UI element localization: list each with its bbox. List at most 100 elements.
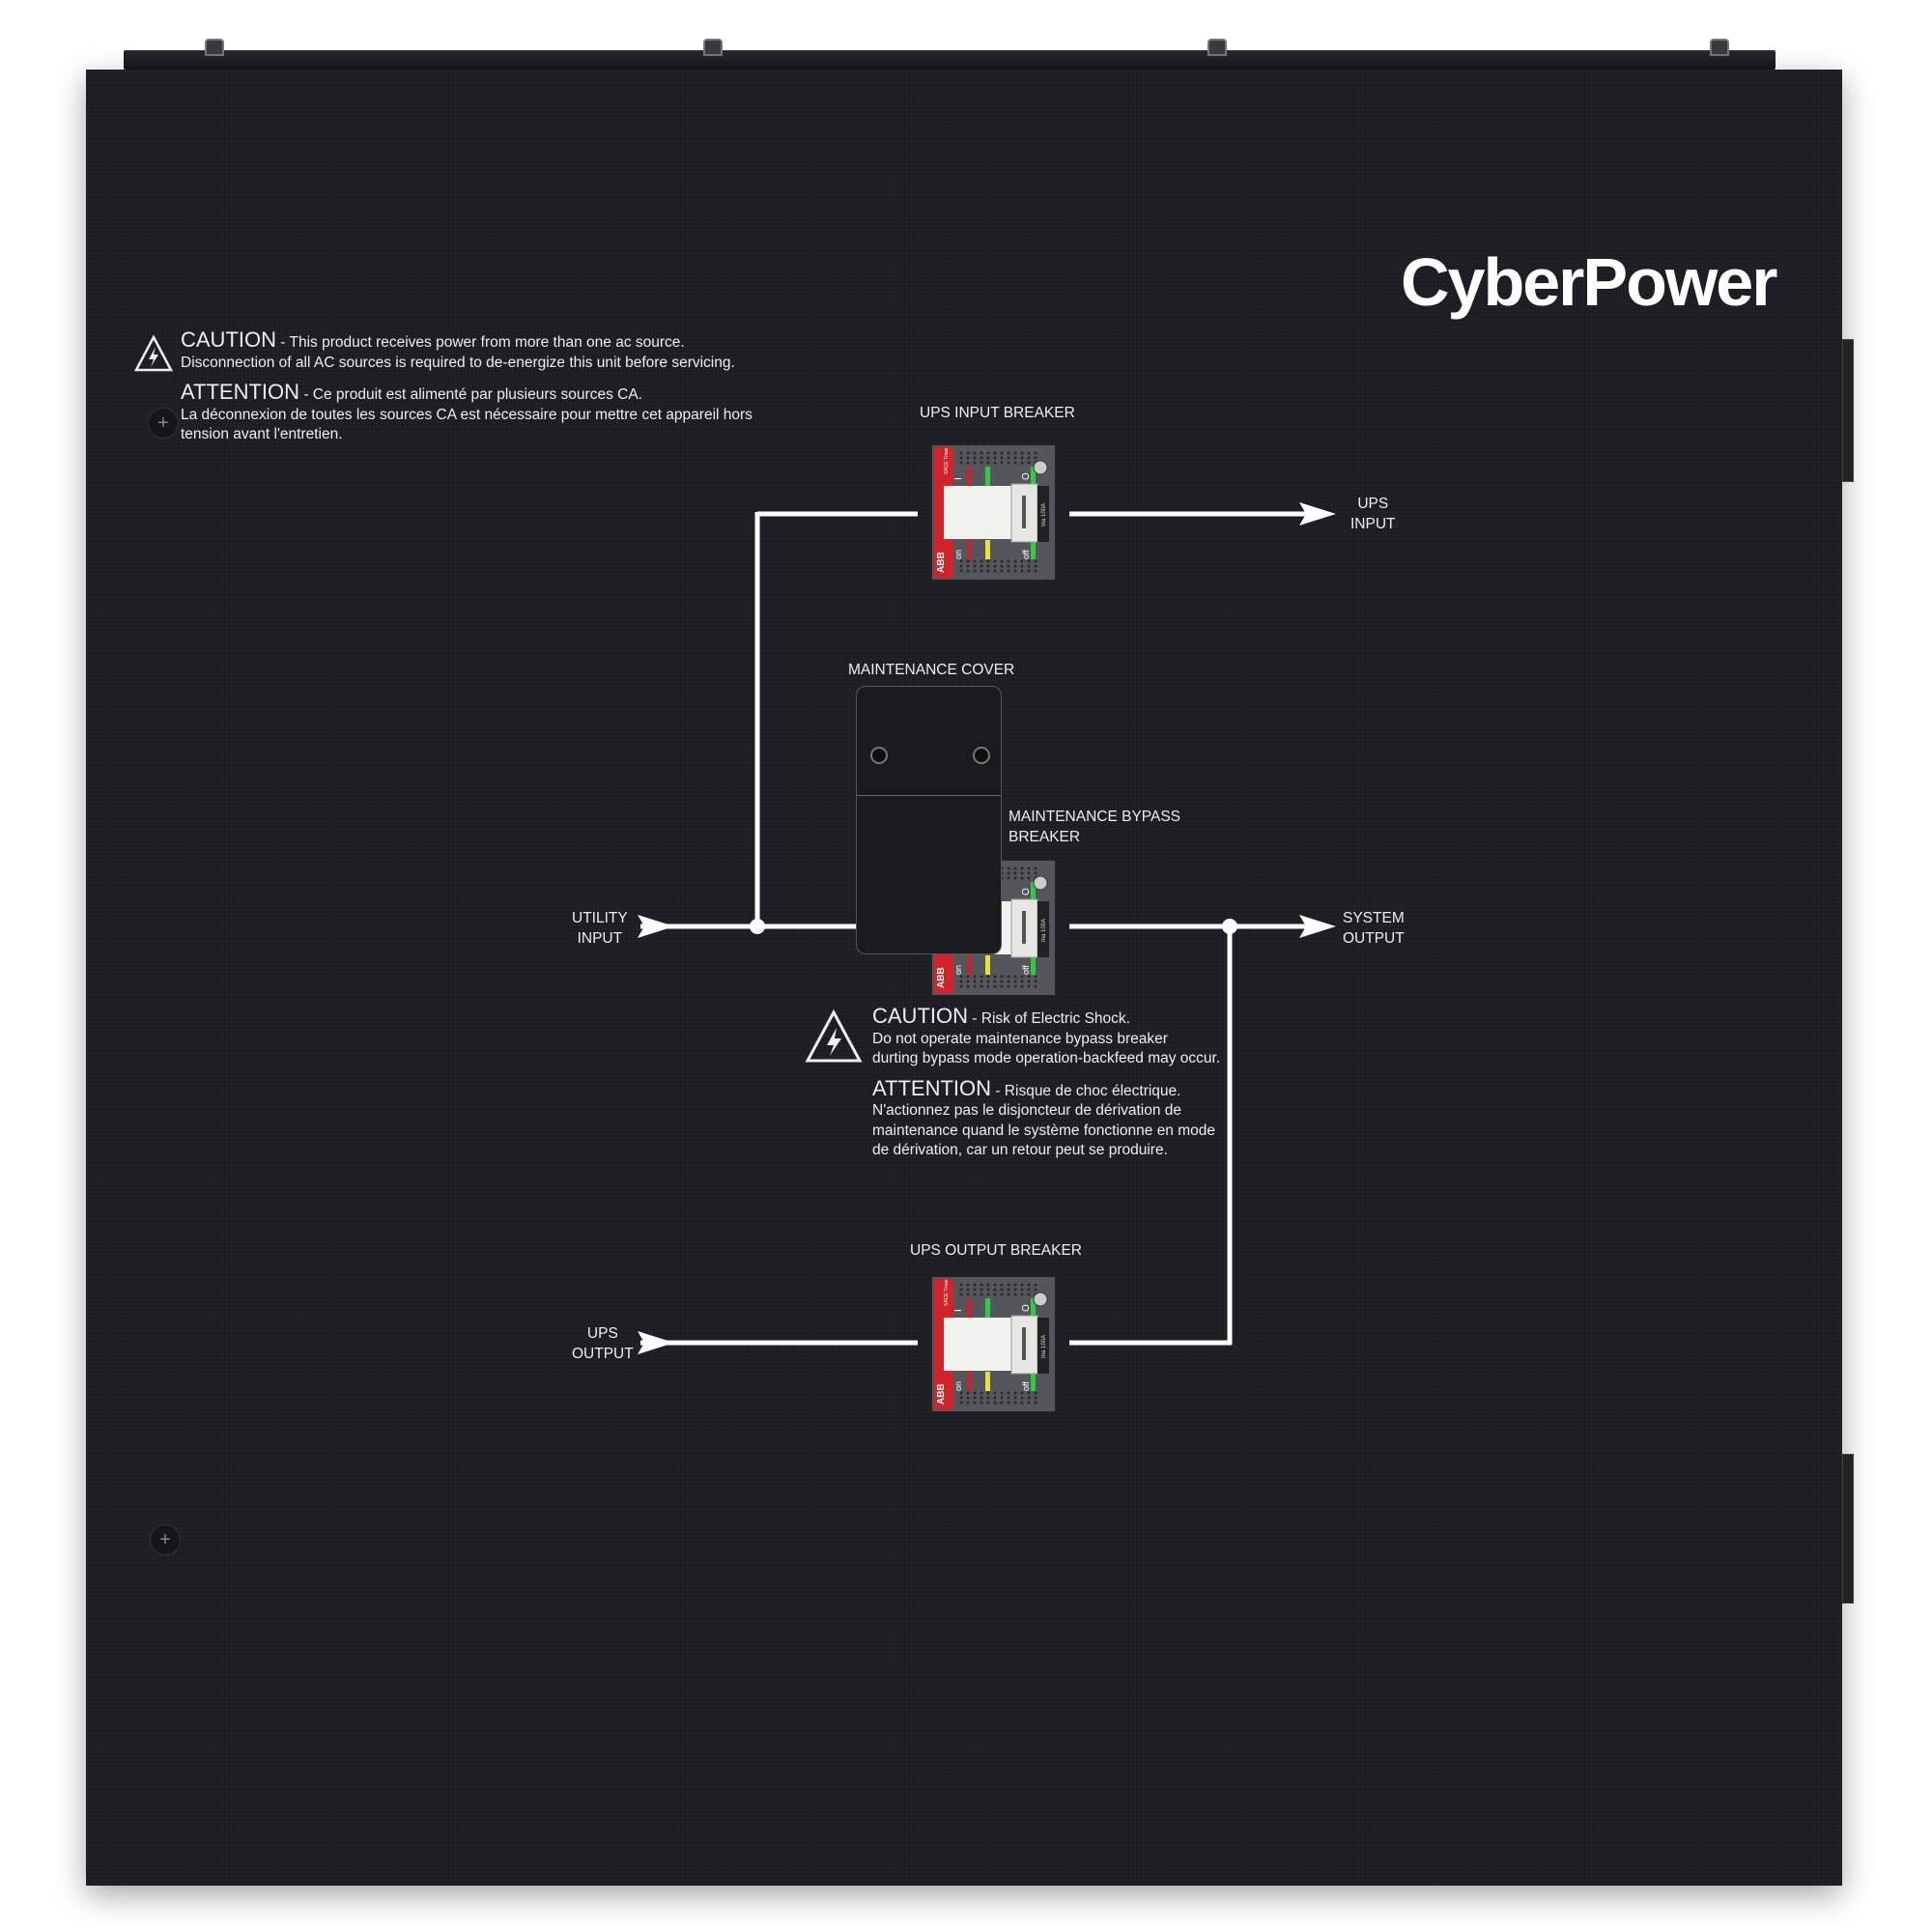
label-line: SYSTEM <box>1343 910 1405 926</box>
caution-line: - Risk of Electric Shock. <box>968 1010 1130 1027</box>
system-output-label: SYSTEM OUTPUT <box>1343 909 1405 949</box>
attention-line: - Risque de choc électrique. <box>991 1082 1181 1099</box>
hinge <box>1842 1454 1854 1604</box>
arrow-right-icon <box>1299 915 1336 938</box>
panel-screw: + <box>148 408 179 439</box>
indicator-red <box>967 540 972 559</box>
label-line: OUTPUT <box>572 1345 634 1362</box>
breaker-off-symbol: O <box>1021 472 1032 480</box>
top-stud <box>1208 39 1227 56</box>
breaker-off-label: off <box>1021 550 1031 559</box>
top-stud <box>1710 39 1729 56</box>
label-line: OUTPUT <box>1343 929 1405 947</box>
breaker-rating: Ina 100A <box>1041 1335 1047 1358</box>
attention-line: N'actionnez pas le disjoncteur de dériva… <box>872 1102 1182 1119</box>
cover-screw <box>870 747 888 764</box>
indicator-red <box>967 1298 972 1320</box>
breaker-on-label: on <box>953 965 963 975</box>
indicator-green <box>1031 955 1036 975</box>
junction-dot <box>750 919 765 934</box>
breaker-brand: ABB <box>936 967 947 988</box>
caution-line: durting bypass mode operation-backfeed m… <box>872 1050 1221 1066</box>
caution-heading: CAUTION <box>872 1004 968 1028</box>
label-line: UTILITY <box>572 910 628 926</box>
attention-heading: ATTENTION <box>872 1075 992 1100</box>
breaker-off-label: off <box>1021 1381 1031 1391</box>
arrow-right-icon <box>638 915 674 938</box>
breaker-on-label: on <box>953 1381 963 1391</box>
breaker-rating: Ina 100A <box>1041 919 1047 942</box>
caution-line: - This product receives power from more … <box>276 334 685 351</box>
caution-heading: CAUTION <box>181 327 276 352</box>
breaker-rating: Ina 100A <box>1041 503 1047 526</box>
caution-line: Do not operate maintenance bypass breake… <box>872 1030 1168 1047</box>
breaker-handle <box>944 486 1011 539</box>
ups-output-label: UPS OUTPUT <box>572 1324 634 1364</box>
breaker-on-label: on <box>953 550 963 559</box>
label-line: UPS <box>586 1325 618 1342</box>
breaker-brand: ABB <box>936 1383 947 1405</box>
junction-dot <box>1222 919 1237 934</box>
attention-line: maintenance quand le système fonctionne … <box>872 1122 1216 1139</box>
breaker-brand: ABB <box>936 552 947 573</box>
cover-fold <box>857 795 1001 796</box>
maintenance-cover-label: MAINTENANCE COVER <box>848 662 1015 678</box>
breaker-off-symbol: O <box>1021 888 1032 895</box>
breaker-face: Ina 100A ABB SACE Tmax on off I O <box>932 445 1055 580</box>
indicator-yellow <box>985 1372 990 1391</box>
panel-screw: + <box>150 1524 181 1555</box>
breaker-handle <box>944 1318 1011 1371</box>
ups-output-breaker-label: UPS OUTPUT BREAKER <box>910 1242 1083 1259</box>
indicator-green <box>1031 540 1036 559</box>
indicator-green <box>1031 1372 1036 1391</box>
indicator-red <box>967 467 972 488</box>
attention-line: tension avant l'entretien. <box>181 426 343 442</box>
ups-input-breaker[interactable]: Ina 100A ABB SACE Tmax on off I O <box>930 443 1057 582</box>
top-warning-text: CAUTION - This product receives power fr… <box>181 327 753 445</box>
top-stud <box>703 39 723 56</box>
label-line: BREAKER <box>1009 828 1081 845</box>
attention-line: - Ce produit est alimenté par plusieurs … <box>299 386 642 403</box>
indicator-green <box>985 467 990 488</box>
hinge <box>1842 339 1854 482</box>
label-line: INPUT <box>577 929 623 947</box>
breaker-on-symbol: I <box>953 1309 964 1312</box>
attention-heading: ATTENTION <box>181 380 300 404</box>
utility-input-label: UTILITY INPUT <box>572 909 628 949</box>
indicator-yellow <box>985 955 990 975</box>
ups-output-breaker[interactable]: Ina 100A ABB SACE Tmax on off I O <box>930 1275 1057 1413</box>
indicator-green <box>1031 882 1036 903</box>
breaker-face: Ina 100A ABB SACE Tmax on off I O <box>932 1277 1055 1411</box>
ups-input-label: UPS INPUT <box>1350 495 1396 534</box>
maintenance-bypass-breaker-label: MAINTENANCE BYPASS BREAKER <box>1009 808 1180 847</box>
label-line: INPUT <box>1350 515 1396 532</box>
warning-triangle-icon <box>133 334 174 372</box>
label-line: UPS <box>1357 496 1389 512</box>
maintenance-cover[interactable] <box>856 686 1002 954</box>
breaker-on-symbol: I <box>953 477 964 480</box>
arrow-right-icon <box>1299 502 1336 526</box>
cover-screw <box>973 747 990 764</box>
indicator-green <box>1031 467 1036 488</box>
indicator-red <box>967 1372 972 1391</box>
indicator-green <box>1031 1298 1036 1320</box>
attention-line: La déconnexion de toutes les sources CA … <box>181 406 753 423</box>
caution-line: Disconnection of all AC sources is requi… <box>181 354 735 371</box>
attention-line: de dérivation, car un retour peut se pro… <box>872 1142 1168 1158</box>
top-stud <box>205 39 224 56</box>
test-button <box>1033 460 1048 475</box>
label-line: MAINTENANCE BYPASS <box>1009 809 1181 825</box>
indicator-yellow <box>985 540 990 559</box>
indicator-green <box>985 1298 990 1320</box>
panel-top-lip <box>124 50 1776 70</box>
breaker-off-symbol: O <box>1021 1304 1032 1312</box>
breaker-series: SACE Tmax <box>944 447 950 474</box>
cyberpower-logo: CyberPower <box>1401 244 1777 320</box>
warning-triangle-icon <box>805 1009 863 1063</box>
breaker-series: SACE Tmax <box>944 1279 950 1306</box>
ups-input-breaker-label: UPS INPUT BREAKER <box>920 405 1075 421</box>
bypass-warning-text: CAUTION - Risk of Electric Shock. Do not… <box>872 1004 1221 1161</box>
breaker-off-label: off <box>1021 965 1031 975</box>
test-button <box>1033 1292 1048 1307</box>
